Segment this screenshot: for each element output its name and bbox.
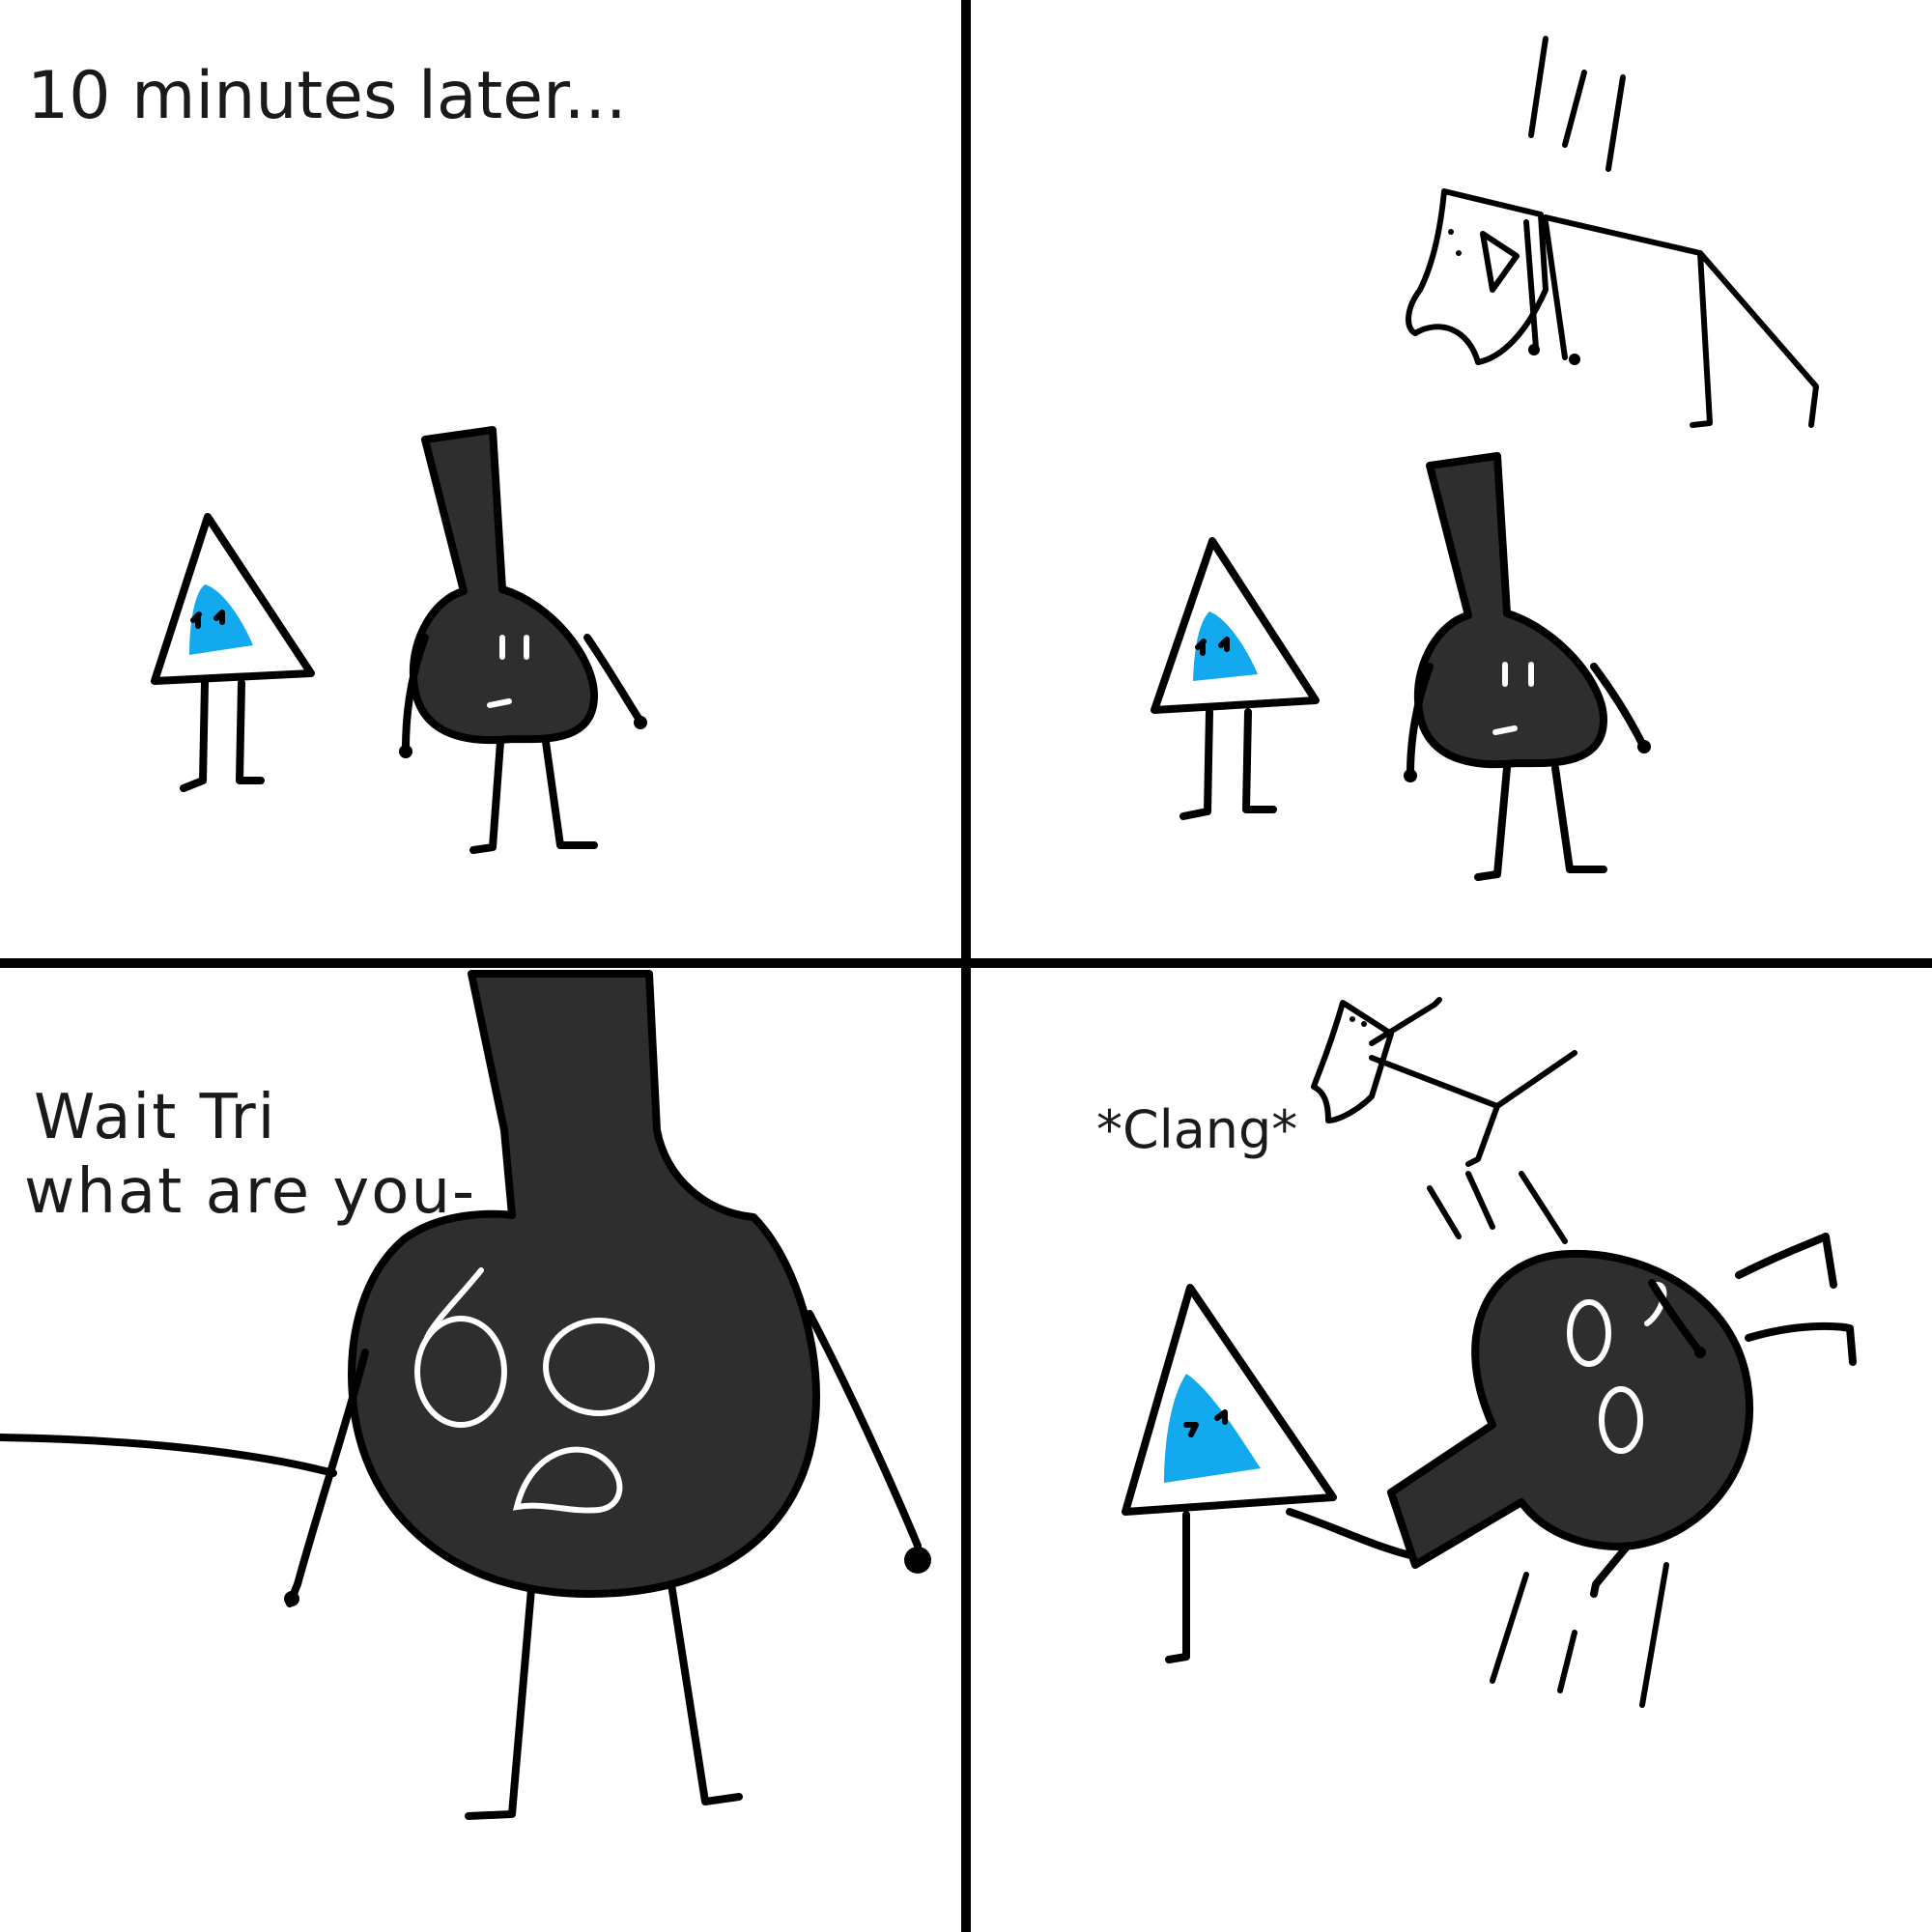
panel-2 <box>1151 36 1819 881</box>
impact-lines <box>1427 1171 1669 1708</box>
triangle-character <box>1151 537 1320 820</box>
panel-1-caption: 10 minutes later... <box>27 58 627 134</box>
panel-3-caption-line-1: Wait Tri <box>34 1082 276 1153</box>
triangle-character <box>151 513 315 792</box>
speed-lines <box>1528 36 1626 172</box>
panel-4-caption: *Clang* <box>1096 1099 1297 1160</box>
panel-3-caption-line-2: what are you- <box>24 1156 476 1228</box>
dark-bottle-character-knocked <box>1387 1233 1857 1598</box>
dark-bottle-character <box>399 426 647 854</box>
dark-bottle-character <box>1404 452 1651 881</box>
panel-3: Wait Tri what are you- <box>0 970 931 1820</box>
falling-stick-figure <box>1406 188 1819 428</box>
panel-4: *Clang* <box>1096 997 1857 1708</box>
dark-bottle-character-closeup <box>0 970 931 1820</box>
panel-1: 10 minutes later... <box>27 58 647 854</box>
triangle-character <box>1122 1284 1414 1663</box>
flying-stick-figure <box>1311 997 1577 1167</box>
